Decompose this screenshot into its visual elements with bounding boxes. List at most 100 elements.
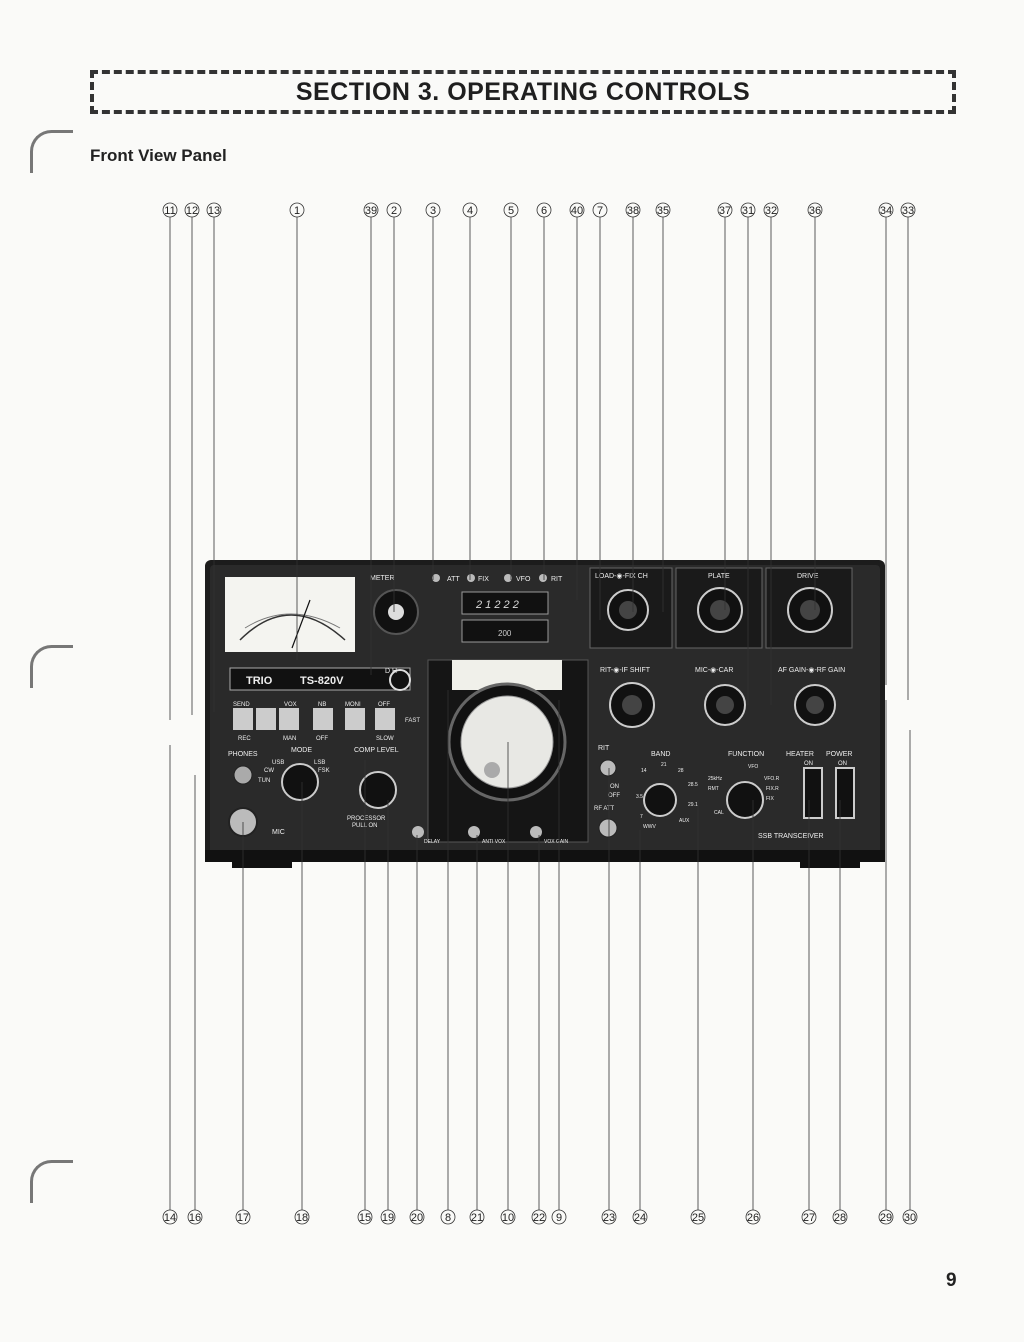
callout-circle	[409, 1209, 425, 1225]
callout-number: 11	[164, 205, 175, 217]
nb-off-label: OFF	[316, 736, 328, 742]
callout-number: 18	[296, 1212, 308, 1224]
callout-number: 14	[164, 1212, 176, 1224]
callout-number: 13	[208, 205, 220, 217]
callout-number: 24	[634, 1212, 646, 1224]
send-label: SEND	[233, 702, 250, 708]
callout-circle	[289, 202, 305, 218]
callout-circle	[717, 202, 733, 218]
callout-circle	[469, 1209, 485, 1225]
callout-circle	[807, 202, 823, 218]
brand-label: TRIO	[246, 675, 273, 687]
vox-label: VOX	[284, 702, 297, 708]
callout-number: 32	[765, 205, 777, 217]
callout-number: 4	[467, 205, 473, 217]
callout-number: 10	[502, 1212, 514, 1224]
callout-circle	[386, 202, 402, 218]
model-label: TS-820V	[300, 675, 344, 687]
anti-vox-label: ANTI VOX	[482, 839, 506, 845]
callout-circle	[878, 202, 894, 218]
callout-number: 1	[294, 205, 300, 217]
mic-car-label: MIC-◉-CAR	[695, 667, 733, 674]
binder-hole-bottom	[30, 1160, 73, 1203]
callout-circle	[745, 1209, 761, 1225]
callout-number: 27	[803, 1212, 815, 1224]
power-on-label: ON	[838, 761, 847, 767]
load-fix-label: LOAD-◉-FIX CH	[595, 573, 648, 580]
callout-number: 37	[719, 205, 731, 217]
mode-lsb: LSB	[314, 760, 325, 766]
binder-hole-top	[30, 130, 73, 173]
drive-label: DRIVE	[797, 573, 819, 580]
function-vfo-r: VFO.R	[764, 776, 780, 782]
band-wwv: WWV	[643, 824, 656, 830]
callout-circle	[832, 1209, 848, 1225]
callout-circle	[440, 1209, 456, 1225]
callout-number: 30	[904, 1212, 916, 1224]
callout-circle	[363, 202, 379, 218]
band-3-5: 3.5	[636, 794, 643, 800]
dh-label: D H	[385, 668, 397, 675]
binder-hole-middle	[30, 645, 73, 688]
callout-number: 7	[597, 205, 603, 217]
callout-circle	[740, 202, 756, 218]
moni-label: MONI	[345, 702, 361, 708]
callout-circle	[462, 202, 478, 218]
callout-number: 19	[382, 1212, 394, 1224]
mode-usb: USB	[272, 760, 284, 766]
callout-circle	[162, 202, 178, 218]
page-number: 9	[946, 1270, 957, 1291]
callout-circle	[187, 1209, 203, 1225]
function-fix: FIX	[766, 796, 774, 802]
callout-circle	[500, 1209, 516, 1225]
callout-circle	[357, 1209, 373, 1225]
mode-label: MODE	[291, 747, 312, 754]
callout-number: 2	[391, 205, 397, 217]
callout-circle	[551, 1209, 567, 1225]
callout-number: 33	[902, 205, 914, 217]
heater-on-label: ON	[804, 761, 813, 767]
rit-switch-label: RIT	[598, 745, 610, 752]
phones-label: PHONES	[228, 751, 258, 758]
callout-circle	[601, 1209, 617, 1225]
callout-number: 20	[411, 1212, 423, 1224]
band-28: 28	[678, 768, 684, 774]
band-14: 14	[641, 768, 647, 774]
mic-label: MIC	[272, 829, 285, 836]
band-28-5: 28.5	[688, 782, 698, 788]
vox-gain-label: VOX GAIN	[544, 839, 569, 845]
band-aux: AUX	[679, 818, 690, 824]
callout-circle	[690, 1209, 706, 1225]
function-25khz: 25kHz	[708, 776, 723, 782]
callout-number: 17	[237, 1212, 249, 1224]
nb-label: NB	[318, 702, 326, 708]
callout-circle	[902, 1209, 918, 1225]
callout-number: 35	[657, 205, 669, 217]
callout-number: 15	[359, 1212, 371, 1224]
vfo-indicator-label: VFO	[516, 576, 531, 583]
mode-tun: TUN	[258, 778, 270, 784]
callout-number: 8	[445, 1212, 451, 1224]
power-label: POWER	[826, 751, 852, 758]
callout-circle	[531, 1209, 547, 1225]
function-rmt: RMT	[708, 786, 719, 792]
rit-on-label: ON	[610, 784, 619, 790]
callout-circle	[632, 1209, 648, 1225]
rit-indicator-label: RIT	[551, 576, 563, 583]
ssb-transceiver-badge: SSB TRANSCEIVER	[758, 833, 824, 840]
callout-number: 25	[692, 1212, 704, 1224]
function-label: FUNCTION	[728, 751, 764, 758]
callout-number: 23	[603, 1212, 615, 1224]
callout-number: 29	[880, 1212, 892, 1224]
section-title: SECTION 3. OPERATING CONTROLS	[295, 77, 751, 106]
radio-chassis	[205, 560, 885, 868]
rf-att-label: RF ATT	[594, 806, 615, 812]
heater-label: HEATER	[786, 751, 814, 758]
processor-label: PROCESSOR	[347, 816, 386, 822]
callout-number: 6	[541, 205, 547, 217]
callout-number: 39	[365, 205, 377, 217]
subdial-scale: 200	[498, 629, 512, 638]
af-rf-gain-label: AF GAIN-◉-RF GAIN	[778, 667, 845, 674]
